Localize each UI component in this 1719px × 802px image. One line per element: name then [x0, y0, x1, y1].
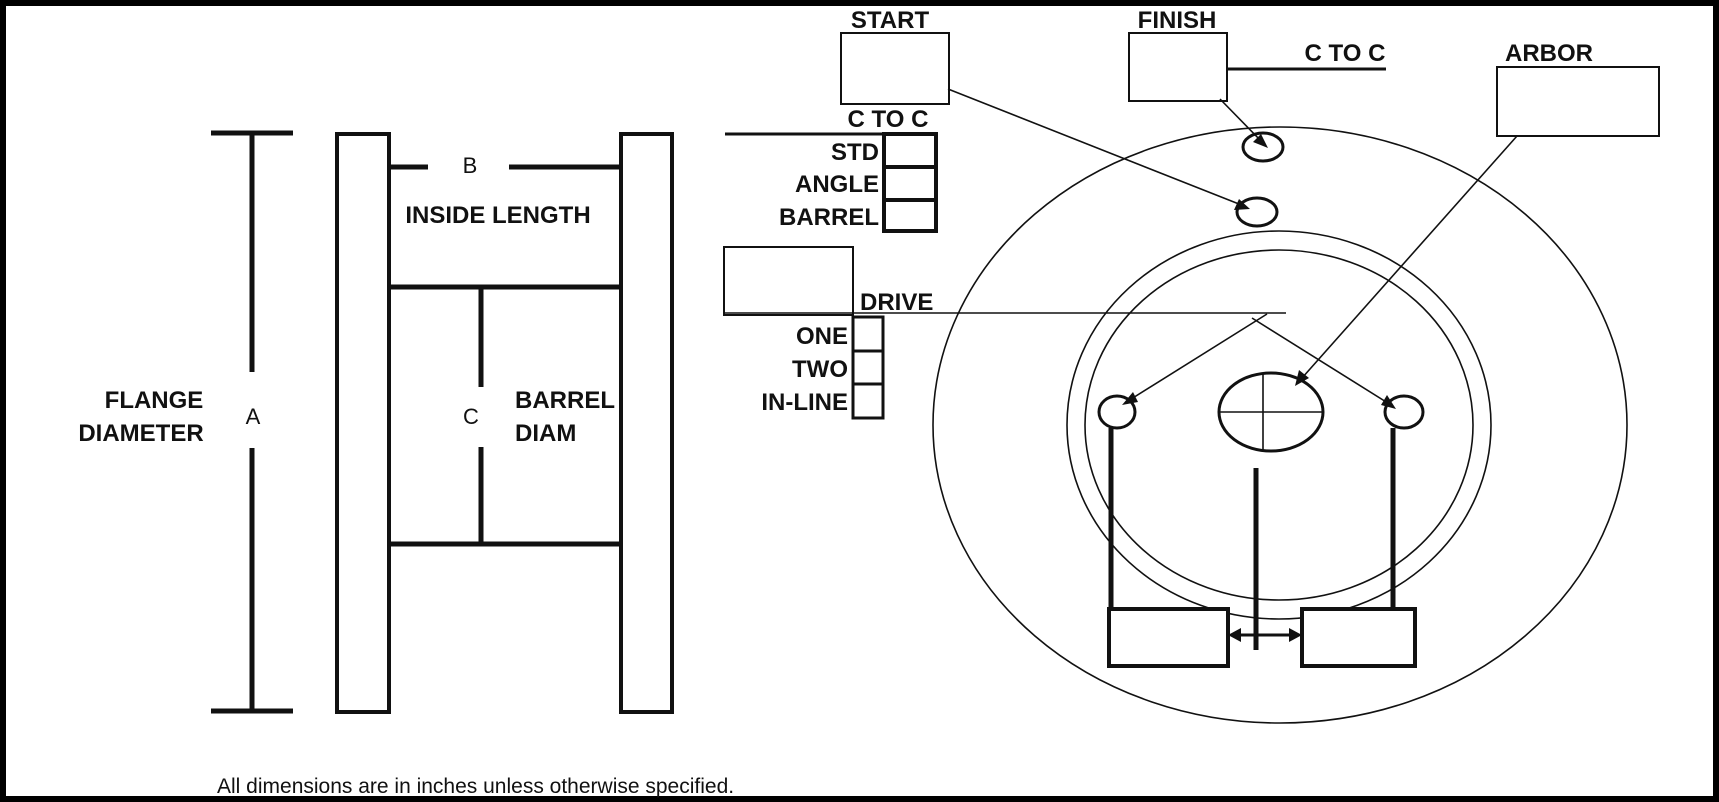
top-callouts: START FINISH C TO C ARBOR	[840, 7, 1660, 386]
arbor-leader-arrowhead	[1295, 370, 1309, 386]
barrel-diam-label-line1: BARREL	[515, 387, 615, 414]
one-label: ONE	[796, 323, 848, 350]
barrel-outer-ellipse	[1066, 230, 1492, 620]
barrel-checkbox[interactable]	[882, 198, 938, 233]
drive-hole-left	[1097, 394, 1137, 430]
angle-checkbox[interactable]	[882, 165, 938, 202]
barrel-diam-label-line2: DIAM	[515, 420, 576, 447]
finish-leader-arrowhead	[1253, 134, 1268, 148]
barrel-label: BARREL	[779, 204, 879, 231]
in-line-label: IN-LINE	[761, 389, 848, 416]
right-flange	[619, 132, 674, 714]
finish-hole	[1241, 131, 1285, 163]
spacing-arrow-left-head	[1228, 628, 1241, 642]
flange-diameter-label-line1: FLANGE	[105, 387, 204, 414]
c-to-c-mid-label: C TO C	[848, 106, 929, 133]
std-checkbox[interactable]	[882, 132, 938, 169]
left-spacing-box[interactable]	[1107, 607, 1230, 668]
start-value-box[interactable]	[840, 32, 950, 105]
barrel-inner-ellipse	[1084, 249, 1474, 601]
start-leader-line	[947, 88, 1245, 207]
start-hole	[1235, 196, 1279, 228]
arbor-leader-line	[1301, 135, 1518, 379]
dim-c-label: C	[463, 404, 479, 429]
dim-b-label: B	[463, 153, 478, 178]
angle-label: ANGLE	[795, 171, 879, 198]
finish-label: FINISH	[1138, 7, 1217, 34]
drive-value-box[interactable]	[723, 246, 854, 316]
spec-tables: C TO C STD ANGLE BARREL DRIVE ONE TWO IN…	[723, 106, 1286, 420]
arbor-value-box[interactable]	[1496, 66, 1660, 137]
std-label: STD	[831, 139, 879, 166]
dim-a-label: A	[246, 404, 261, 429]
spacing-arrow-right-head	[1289, 628, 1302, 642]
start-leader-arrowhead	[1234, 199, 1250, 210]
drive-hole-right	[1383, 394, 1425, 430]
drive-arrow-right-line	[1251, 317, 1392, 406]
inside-length-label: INSIDE LENGTH	[405, 202, 590, 229]
spool-side-view: B INSIDE LENGTH FLANGE DIAMETER A C BARR…	[78, 130, 674, 714]
in-line-checkbox[interactable]	[851, 382, 885, 420]
finish-value-box[interactable]	[1128, 32, 1228, 102]
drive-arrow-left-head	[1122, 392, 1138, 405]
flange-diameter-label-line2: DIAMETER	[78, 420, 203, 447]
c-to-c-top-label: C TO C	[1305, 40, 1386, 67]
drive-arrow-right-head	[1381, 395, 1396, 409]
dimensions-footnote: All dimensions are in inches unless othe…	[217, 775, 734, 798]
left-flange	[335, 132, 391, 714]
right-spacing-box[interactable]	[1300, 607, 1417, 668]
arbor-label: ARBOR	[1505, 40, 1593, 67]
drive-label: DRIVE	[860, 289, 933, 316]
drive-arrow-left-line	[1127, 313, 1268, 402]
start-label: START	[851, 7, 930, 34]
flange-outer-ellipse	[932, 126, 1628, 724]
finish-leader-line	[1219, 98, 1264, 144]
arbor-hole	[1217, 371, 1325, 453]
spool-face-view	[932, 126, 1628, 724]
two-label: TWO	[792, 356, 848, 383]
